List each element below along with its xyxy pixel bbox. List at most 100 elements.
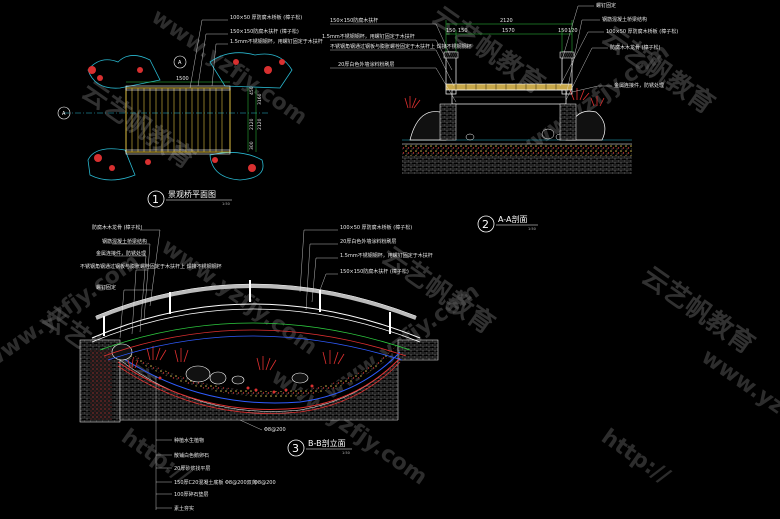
plan-view: A A 1500 450 2120 2120 3160 300 100×50 厚… xyxy=(57,14,323,208)
plan-deck-outline xyxy=(125,87,231,153)
section-a-scale: 1:50 xyxy=(528,227,536,231)
section-b-label-right-4: 150×150防腐木扶杆 (樟子松) xyxy=(340,268,409,275)
section-b-rebar-1: Φ8@200 xyxy=(264,427,286,433)
section-a-label-left-1: 150×150防腐木扶杆 xyxy=(330,17,378,24)
plan-title-number: 1 xyxy=(152,193,159,206)
section-a-subsoil xyxy=(402,156,632,174)
plan-title-circle xyxy=(147,190,165,208)
section-b-plants xyxy=(127,346,345,371)
section-b-label-right-2: 20厚白色外墙涂料粉刷层 xyxy=(340,238,396,245)
plan-rock-bl xyxy=(87,148,136,181)
section-a-label-right-2: 钢筋混凝土桥梁结构 xyxy=(602,16,647,23)
plan-plants xyxy=(88,59,285,172)
section-b-rebar-2: Φ8@200 xyxy=(254,480,276,486)
section-b-label-bottom-1: 种植水生植物 xyxy=(174,437,204,444)
watermark-http-1: http:// xyxy=(597,424,675,489)
plan-rock-br xyxy=(209,152,264,181)
watermark-text-5: 云艺帆教育 xyxy=(636,260,760,360)
section-b-handrail-edge xyxy=(95,283,417,317)
section-a-dim-ticks xyxy=(445,20,573,52)
section-b-arch-deck xyxy=(91,303,421,339)
section-b-label-right-3: 1.5mm不锈钢钢杯，用螺钉固定于木扶杆 xyxy=(340,252,433,259)
plan-rock-tr xyxy=(209,52,293,89)
section-b-rebar-leader-1 xyxy=(239,419,263,431)
section-b-handrail xyxy=(95,284,417,320)
section-b-label-bottom-2: 散铺白色鹅卵石 xyxy=(174,452,209,459)
plan-rock-tl xyxy=(87,55,161,89)
plan-rail-bottom xyxy=(125,149,231,155)
section-a-post-cap-left xyxy=(443,51,459,59)
section-b-label-left-2: 钢筋混凝土桥梁结构 xyxy=(102,238,147,245)
plan-dim-width-text: 1500 xyxy=(176,76,189,82)
plan-title: 景观桥平面图 xyxy=(168,189,216,199)
section-a-leaders-right xyxy=(559,5,612,101)
plan-dim-h2: 2120 xyxy=(249,118,255,130)
section-b-pebbles xyxy=(158,376,314,394)
section-b-label-left-5: 螺钉固定 xyxy=(96,284,116,291)
plan-scale: 1:50 xyxy=(222,202,230,206)
section-a-gravel xyxy=(402,144,632,156)
section-a-footing-left xyxy=(439,103,457,141)
plan-section-marker-top xyxy=(173,55,187,69)
section-b-posts xyxy=(103,280,391,336)
section-b-label-bottom-3: 20厚砂浆找平层 xyxy=(174,465,210,472)
section-b-arch-beam-3 xyxy=(107,335,403,361)
section-b-label-left-3: 金属连接件，防锈处理 xyxy=(96,250,146,257)
section-a-dim-right: 150 xyxy=(558,28,568,34)
section-b-abutment-right xyxy=(397,339,439,361)
plan-dim-h5: 300 xyxy=(249,141,255,150)
section-a-label-left-2: 1.5mm不锈钢钢杯，用螺钉固定于木扶杆 xyxy=(322,33,415,40)
section-b-basin-liner-red xyxy=(117,357,401,411)
section-a-label-left-3: 不锈钢角钢通过钢板与膨胀螺栓固定于木扶杆上 焊接不锈钢钢杯 xyxy=(330,43,472,50)
plan-dim-h1: 450 xyxy=(249,86,255,95)
section-b-basin-liner-blue xyxy=(117,351,401,404)
section-b-leaders-left xyxy=(112,229,161,339)
plan-rail-top xyxy=(125,85,231,91)
section-b-abutment-left-fill xyxy=(90,350,112,420)
section-b-title-circle xyxy=(287,439,305,457)
section-a-dim-left2: 150 xyxy=(458,28,468,34)
section-b-label-bottom-6: 素土夯实 xyxy=(174,505,194,512)
section-b-label-left-4: 不锈钢角钢通过钢板与膨胀螺栓固定于木扶杆上 焊接不锈钢钢杯 xyxy=(80,263,222,270)
section-a-footing-right xyxy=(559,103,577,141)
plan-deck-slats xyxy=(131,88,223,152)
section-b-label-bottom-4: 150厚C20混凝土底板 Φ8@200双向 xyxy=(174,479,257,486)
section-b-scale: 1:50 xyxy=(342,451,350,455)
section-a-dim-right2: 120 xyxy=(568,28,578,34)
plan-label-2: 150×150防腐木扶杆 (樟子松) xyxy=(230,28,299,35)
section-a-deck-joints xyxy=(455,84,557,90)
section-a-leaders-left xyxy=(330,23,457,103)
section-b-rocks xyxy=(111,343,309,385)
section-a-post-cap-right xyxy=(559,51,575,59)
section-b-title: B-B剖立面 xyxy=(308,438,346,448)
section-b-arch-beam xyxy=(99,322,411,351)
section-a-label-right-4: 防腐木木龙骨 (樟子松) xyxy=(610,44,661,51)
section-a-label-right-3: 100×50 厚防腐木桥板 (樟子松) xyxy=(606,28,678,35)
plan-label-1: 100×50 厚防腐木桥板 (樟子松) xyxy=(230,14,302,21)
plan-dim-h3: 2120 xyxy=(257,118,263,130)
section-b-view: Φ8@200 Φ8@200 防腐木木龙骨 (樟子松) 钢筋混凝土桥梁结构 金属连… xyxy=(79,224,439,512)
section-b-gravel-band xyxy=(122,346,396,398)
watermark-url-8: www.yzfjy.com xyxy=(697,344,780,470)
section-a-label-left-4: 20厚白色外墙涂料粉刷层 xyxy=(338,61,394,68)
plan-section-letter-top: A xyxy=(178,60,182,66)
section-b-arch-deck-2 xyxy=(91,308,421,343)
watermark-url-3: www.yzfjy.com xyxy=(549,0,714,5)
section-a-view: 2120 1570 150 150 150 120 150×150防腐木扶杆 1… xyxy=(322,2,678,233)
section-a-label-right-1: 螺钉固定 xyxy=(596,2,616,9)
section-b-label-right-1: 100×50 厚防腐木桥板 (樟子松) xyxy=(340,224,412,231)
section-b-leaders-right xyxy=(299,229,338,311)
section-a-title: A-A剖面 xyxy=(498,214,527,224)
plan-leaders xyxy=(189,19,228,89)
section-b-title-number: 3 xyxy=(292,442,299,455)
section-a-title-circle xyxy=(477,215,495,233)
section-a-dim-total-text: 2120 xyxy=(500,18,513,24)
section-a-deck xyxy=(445,83,573,91)
section-a-title-number: 2 xyxy=(482,218,489,231)
section-b-label-bottom-5: 100厚碎石垫层 xyxy=(174,491,209,498)
plan-label-3: 1.5mm不锈钢钢杯，用螺钉固定于木扶杆 xyxy=(230,38,323,45)
section-b-leaders-bottom xyxy=(155,376,172,510)
section-a-dim-inner: 1570 xyxy=(502,28,515,34)
